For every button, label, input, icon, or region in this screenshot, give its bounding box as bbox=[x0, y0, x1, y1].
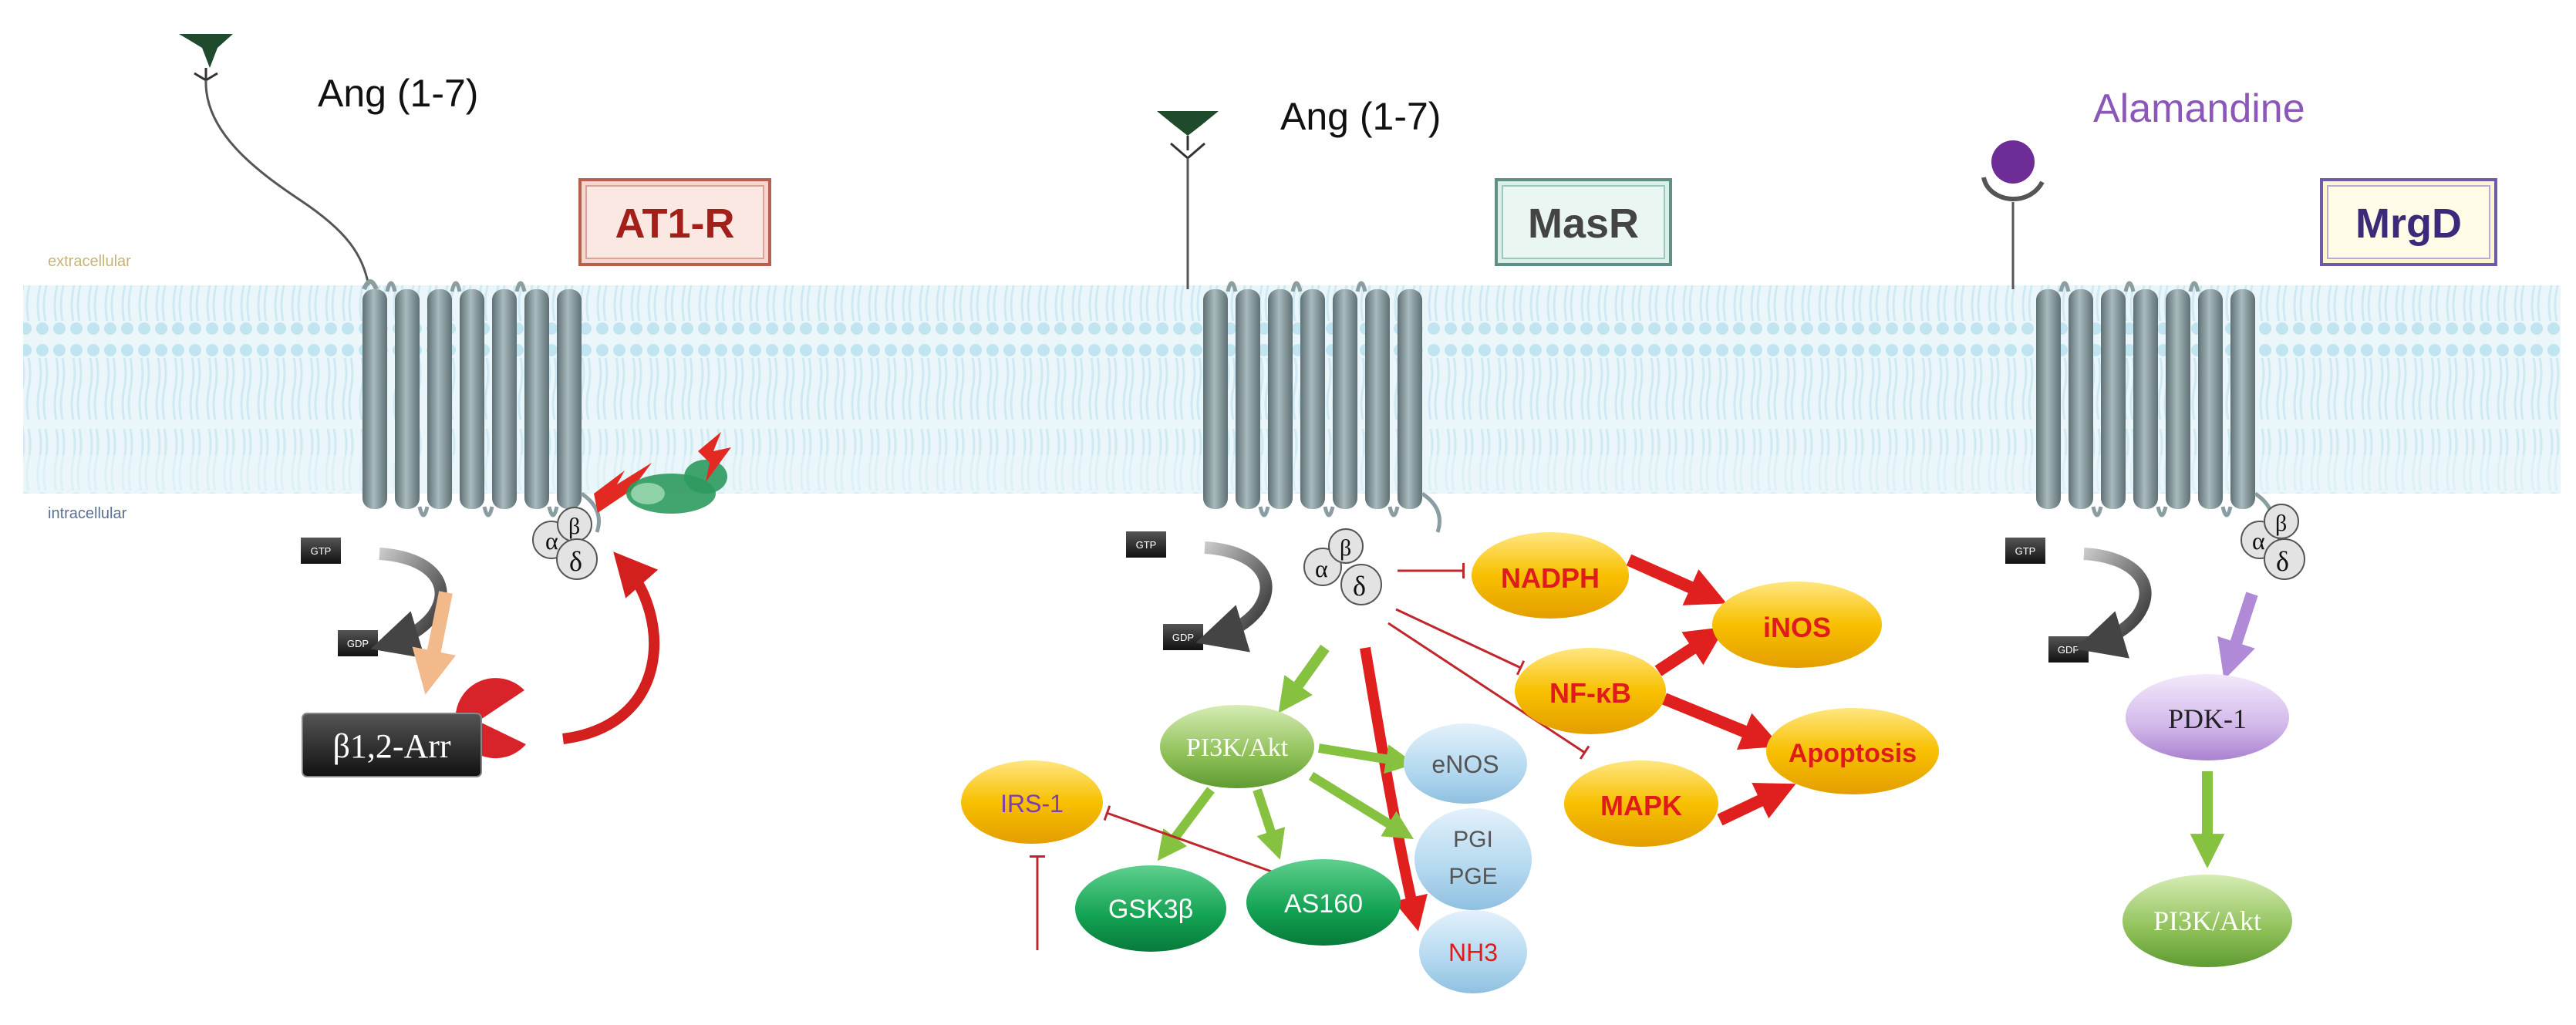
at1r-panel: Ang (1-7) AT1-R α β δ bbox=[179, 34, 771, 777]
nadph-to-inos-arrow bbox=[1626, 554, 1727, 605]
node-mrgd-pi3k: PI3K/Akt bbox=[2123, 875, 2292, 967]
masr-panel: Ang (1-7) MasR α β δ GTP bbox=[961, 95, 1939, 993]
g-beta: β bbox=[2275, 511, 2287, 536]
svg-text:PGI: PGI bbox=[1453, 827, 1493, 852]
masr-gtp-gdp-arrow bbox=[1195, 541, 1273, 652]
at1r-feedback-arrow bbox=[562, 551, 660, 744]
node-gsk3b: GSK3β bbox=[1075, 865, 1226, 952]
g-beta: β bbox=[568, 514, 580, 539]
at1r-arrestin-arrow bbox=[412, 591, 457, 695]
g-protein-complex-icon bbox=[626, 460, 727, 514]
pi3k-to-enos-arrow bbox=[1318, 743, 1416, 774]
at1r-receptor-icon bbox=[362, 279, 601, 533]
g-alpha: α bbox=[2252, 527, 2265, 555]
mrgd-gtp-gdp-arrow bbox=[2075, 548, 2152, 659]
svg-text:MAPK: MAPK bbox=[1600, 790, 1682, 821]
svg-text:AS160: AS160 bbox=[1284, 889, 1363, 919]
at1r-gdp-label: GDP bbox=[347, 638, 369, 649]
svg-text:IRS-1: IRS-1 bbox=[1000, 790, 1064, 818]
at1r-g-protein: α β δ bbox=[532, 507, 598, 580]
svg-text:NF-κB: NF-κB bbox=[1549, 677, 1631, 709]
g-alpha: α bbox=[1315, 555, 1328, 582]
inhibit-mapk-line bbox=[1387, 622, 1590, 760]
mrgd-receptor-label: MrgD bbox=[2355, 201, 2462, 247]
intracellular-label: intracellular bbox=[48, 505, 127, 522]
mapk-to-apoptosis-arrow bbox=[1717, 783, 1796, 826]
mrgd-gdp-label: GDP bbox=[2058, 644, 2079, 656]
nfkb-to-apoptosis-arrow bbox=[1661, 693, 1781, 750]
node-pi3k: PI3K/Akt bbox=[1160, 705, 1314, 788]
arrestin-label: β1,2-Arr bbox=[332, 727, 450, 765]
g-to-pi3k-arrow bbox=[1278, 644, 1330, 713]
svg-text:eNOS: eNOS bbox=[1431, 750, 1499, 778]
arrestin-box bbox=[302, 713, 482, 777]
g-delta: δ bbox=[2276, 546, 2289, 577]
lightning-icon bbox=[594, 463, 652, 513]
alamandine-ligand-icon bbox=[1991, 140, 2035, 184]
svg-text:PI3K/Akt: PI3K/Akt bbox=[1186, 733, 1289, 762]
nfkb-to-inos-arrow bbox=[1654, 626, 1726, 676]
mrgd-panel: Alamandine MrgD α β δ GTP bbox=[1981, 86, 2497, 967]
svg-text:PGE: PGE bbox=[1448, 864, 1497, 889]
masr-receptor-label: MasR bbox=[1528, 201, 1639, 247]
node-nh3: NH3 bbox=[1419, 910, 1527, 993]
mrgd-ligand-label: Alamandine bbox=[2093, 86, 2305, 131]
svg-text:iNOS: iNOS bbox=[1763, 612, 1831, 643]
pi3k-to-gsk3b-arrow bbox=[1157, 787, 1215, 861]
svg-text:GSK3β: GSK3β bbox=[1108, 895, 1193, 924]
mrgd-to-pdk1-arrow bbox=[2217, 592, 2258, 680]
lightning-icon-2 bbox=[698, 432, 731, 482]
node-inos: iNOS bbox=[1712, 582, 1882, 668]
g-delta: δ bbox=[569, 546, 582, 577]
at1r-gtp-label: GTP bbox=[311, 545, 332, 557]
mrgd-g-protein: α β δ bbox=[2241, 504, 2305, 580]
at1r-gtp-box bbox=[301, 538, 341, 564]
masr-receptor-icon bbox=[1203, 281, 1441, 533]
node-irs1: IRS-1 bbox=[961, 760, 1103, 844]
node-apoptosis: Apoptosis bbox=[1766, 708, 1939, 794]
svg-text:Apoptosis: Apoptosis bbox=[1789, 739, 1917, 768]
masr-gdp-label: GDP bbox=[1172, 632, 1194, 643]
g-alpha: α bbox=[545, 527, 558, 555]
mrgd-receptor-icon bbox=[2036, 281, 2274, 533]
g-to-nh3-arrow bbox=[1360, 646, 1428, 932]
ligand-tether bbox=[204, 79, 370, 286]
pi3k-to-pgi-arrow bbox=[1308, 771, 1414, 840]
svg-text:NADPH: NADPH bbox=[1501, 562, 1600, 594]
masr-gtp-box bbox=[1126, 531, 1166, 558]
at1r-ligand-label: Ang (1-7) bbox=[318, 72, 478, 115]
g-beta: β bbox=[1340, 535, 1351, 561]
svg-text:NH3: NH3 bbox=[1448, 939, 1498, 966]
node-as160: AS160 bbox=[1246, 859, 1401, 946]
inhibit-nfkb-line bbox=[1395, 608, 1526, 676]
node-pgi-pge: PGI PGE bbox=[1414, 808, 1532, 910]
svg-text:PDK-1: PDK-1 bbox=[2168, 703, 2247, 734]
ang17-ligand-icon bbox=[179, 34, 233, 68]
node-mapk: MAPK bbox=[1564, 760, 1718, 847]
pi3k-to-as160-arrow bbox=[1253, 788, 1286, 860]
node-nadph: NADPH bbox=[1472, 532, 1629, 619]
at1r-receptor-label: AT1-R bbox=[615, 201, 735, 247]
masr-g-protein: α β δ bbox=[1303, 528, 1382, 605]
g-delta: δ bbox=[1353, 571, 1366, 602]
svg-text:PI3K/Akt: PI3K/Akt bbox=[2153, 905, 2261, 936]
extracellular-label: extracellular bbox=[48, 253, 131, 270]
mrgd-gtp-box bbox=[2005, 538, 2045, 564]
node-enos: eNOS bbox=[1404, 723, 1527, 804]
masr-ligand-icon bbox=[1157, 111, 1219, 136]
mrgd-gtp-label: GTP bbox=[2015, 545, 2036, 557]
as160-inhibit-irs1-line bbox=[1103, 805, 1281, 876]
masr-ligand-label: Ang (1-7) bbox=[1280, 95, 1441, 138]
node-nfkb: NF-κB bbox=[1515, 648, 1666, 734]
masr-gtp-label: GTP bbox=[1136, 539, 1157, 551]
node-pdk1: PDK-1 bbox=[2126, 674, 2289, 760]
